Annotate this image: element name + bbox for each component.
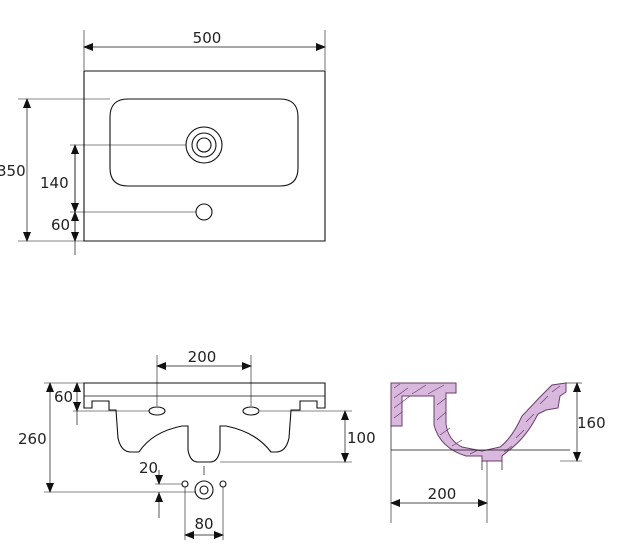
drain-hole-outer: [185, 126, 223, 164]
top-view: 500 350 140 60: [0, 29, 326, 255]
tap-hole: [195, 203, 213, 221]
front-view: 200 60 260 100 20 80: [18, 348, 376, 540]
total-height-dimension-label: 260: [18, 430, 47, 448]
rim-height-dimension-label: 60: [54, 388, 73, 406]
fixing-hole-right: [242, 406, 260, 416]
section-view: 160 200: [390, 382, 606, 523]
section-height-dimension-label: 160: [577, 414, 606, 432]
drain-hole-mid: [191, 132, 217, 158]
fixing-hole-left: [148, 406, 166, 416]
drain-outlet-outer: [194, 480, 214, 500]
section-drain-dimension-label: 200: [428, 485, 457, 503]
bowl-outline-top: [109, 98, 299, 187]
fitting-hole-right: [219, 480, 227, 488]
fitting-hole-left: [181, 480, 189, 488]
drain-outlet-inner: [199, 485, 209, 495]
fixing-holes-dimension-label: 200: [188, 348, 217, 366]
bowl-depth-dimension-label: 100: [347, 429, 376, 447]
basin-outline-top: [83, 70, 326, 242]
center-hole-dimension-label: 140: [40, 174, 69, 192]
drain-spacing-dimension-label: 80: [194, 515, 213, 533]
basin-outline-front: [83, 382, 326, 463]
depth-dimension-label: 350: [0, 162, 26, 180]
section-cut-profile: [390, 382, 567, 462]
drain-hole-inner: [196, 137, 212, 153]
tap-hole-dimension-label: 60: [51, 216, 70, 234]
width-dimension-label: 500: [193, 29, 222, 47]
drain-offset-dimension-label: 20: [139, 459, 158, 477]
